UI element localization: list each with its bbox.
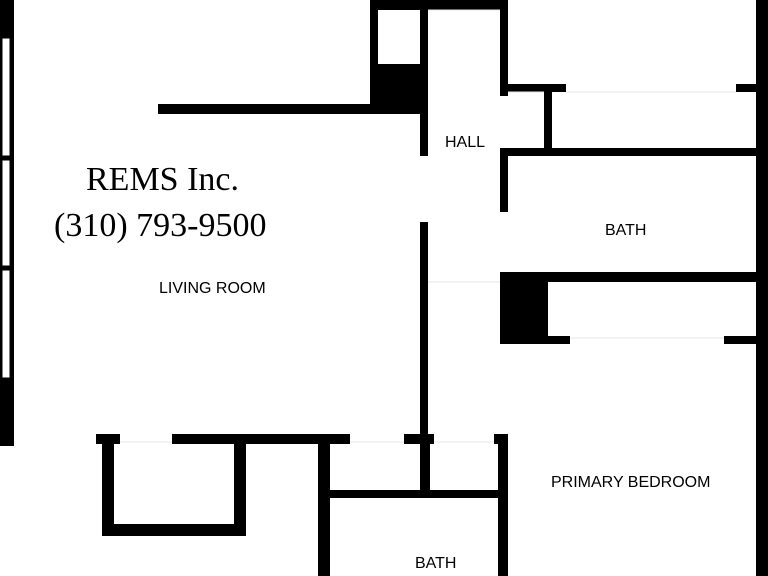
lower-bath-divider	[420, 434, 430, 494]
room-label-bath-upper: BATH	[605, 222, 647, 239]
lower-closet-divider	[540, 282, 548, 344]
room-label-primary-bedroom: PRIMARY BEDROOM	[551, 474, 711, 491]
living-upper-wall	[158, 104, 424, 114]
watermark-phone: (310) 793-9500	[54, 207, 267, 244]
right-exterior-wall	[756, 0, 768, 576]
lower-bath-left-wall	[318, 434, 330, 576]
balcony-bottom-wall	[102, 524, 246, 536]
top-closet-wall-left	[370, 0, 378, 114]
upper-closet-divider	[544, 84, 552, 154]
living-bottom-wall-mid	[172, 434, 350, 444]
hall-right-wall-mid	[500, 148, 508, 212]
lower-closet-bottom-right	[724, 336, 760, 344]
lower-closet-block	[500, 282, 546, 344]
balcony-left-wall	[102, 434, 114, 536]
left-window-2	[1, 159, 11, 267]
hall-right-wall-top	[500, 0, 508, 96]
room-label-hall: HALL	[445, 134, 486, 151]
upper-closet-top-wall-right	[736, 84, 760, 92]
upper-closet-top-wall-left	[500, 84, 566, 92]
left-window-1	[1, 37, 11, 157]
watermark-company: REMS Inc.	[86, 161, 239, 198]
left-window-3	[1, 269, 11, 379]
lower-bath-top-wall	[318, 490, 508, 498]
hall-left-wall-lower	[420, 222, 428, 444]
top-closet-block	[370, 64, 428, 114]
top-closet-wall-right	[420, 0, 428, 70]
bath-top-wall	[500, 148, 760, 156]
room-label-living-room: LIVING ROOM	[159, 280, 266, 297]
lower-closet-bottom-left	[500, 336, 570, 344]
room-label-bath-lower: BATH	[415, 555, 457, 572]
lower-bath-right-wall	[498, 434, 508, 576]
bath-bottom-wall	[500, 272, 760, 282]
living-bottom-wall-right	[404, 434, 434, 444]
hall-left-wall-upper	[420, 104, 428, 156]
top-closet-wall-top	[370, 0, 508, 10]
balcony-right-wall	[234, 434, 246, 536]
